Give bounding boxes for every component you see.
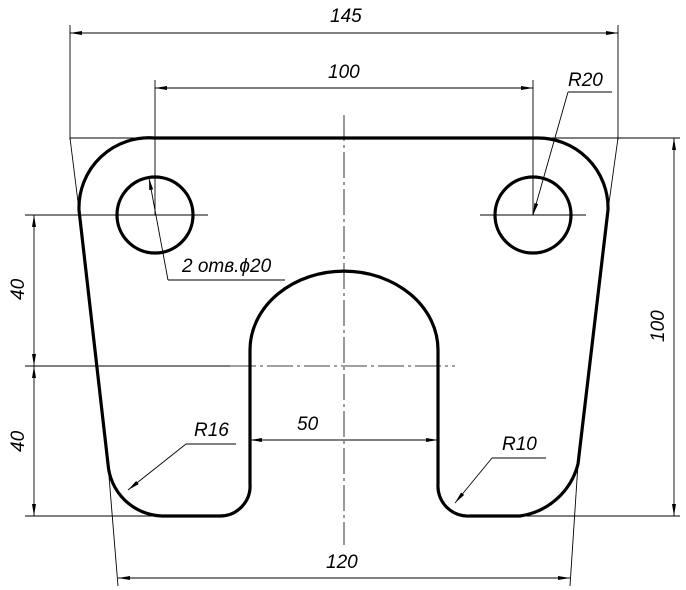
right-taper-line <box>607 137 619 211</box>
holes-note-label: 2 отв.ϕ20 <box>181 256 272 277</box>
left-taper-line <box>69 137 80 211</box>
leader-r10: R10 <box>454 434 546 504</box>
dimension-40-lower: 40 <box>8 366 162 517</box>
dim-bottom-width-label: 120 <box>326 552 358 573</box>
dim-slot-width-label: 50 <box>297 414 319 435</box>
leader-r16: R16 <box>127 420 236 491</box>
inner-radius-label: R10 <box>502 434 537 455</box>
dimension-100-holes: 100 <box>154 62 534 215</box>
slot-radius-label: R16 <box>194 420 229 441</box>
dim-overall-height-label: 100 <box>648 310 669 342</box>
corner-radius-label: R20 <box>568 70 603 91</box>
dimension-100-height: 100 <box>520 138 680 517</box>
dim-145-label: 145 <box>330 6 362 27</box>
leader-holes: 2 отв.ϕ20 <box>148 177 285 281</box>
part-outline <box>77 136 610 518</box>
dimension-120: 120 <box>107 463 579 587</box>
dimension-50: 50 <box>250 414 438 442</box>
dim-hole-spacing-label: 100 <box>328 62 360 83</box>
dim-40-lower-label: 40 <box>8 430 29 452</box>
leader-r20: R20 <box>532 70 612 216</box>
dimension-40-upper: 40 <box>8 214 230 367</box>
dimension-145: 145 <box>69 6 619 140</box>
dim-40-upper-label: 40 <box>8 278 29 300</box>
